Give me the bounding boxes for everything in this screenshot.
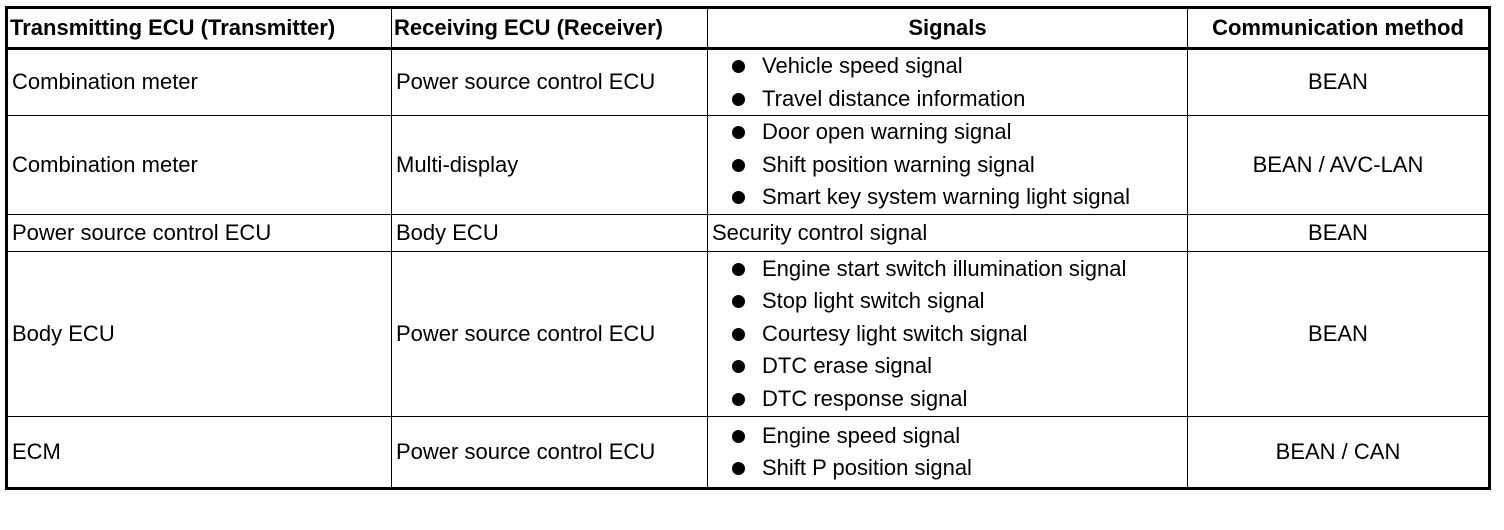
bullet-icon [732, 191, 745, 205]
signal-label: DTC response signal [762, 385, 968, 411]
signal-label: Courtesy light switch signal [762, 320, 1028, 346]
signal-item: Smart key system warning light signal [712, 181, 1183, 214]
receiver-cell: Power source control ECU [391, 48, 708, 116]
header-transmitter: Transmitting ECU (Transmitter) [6, 7, 392, 49]
bullet-icon [732, 158, 745, 172]
signal-item: Shift position warning signal [712, 149, 1183, 182]
signal-label: Shift P position signal [762, 455, 972, 480]
signal-item: Engine start switch illumination signal [712, 253, 1183, 286]
signal-item: Stop light switch signal [712, 285, 1183, 318]
signal-item: DTC erase signal [712, 350, 1183, 383]
bullet-icon [732, 92, 745, 106]
signal-item: Door open warning signal [712, 116, 1183, 149]
receiver-cell: Power source control ECU [391, 251, 708, 417]
bullet-icon [732, 262, 745, 276]
signal-label: Vehicle speed signal [762, 53, 963, 78]
table-row: Power source control ECU Body ECU Securi… [6, 214, 1490, 252]
header-receiver: Receiving ECU (Receiver) [391, 7, 708, 49]
header-method: Communication method [1187, 7, 1490, 49]
method-cell: BEAN / CAN [1187, 416, 1490, 489]
bullet-icon [732, 392, 745, 406]
bullet-icon [732, 429, 745, 443]
bullet-icon [732, 126, 745, 140]
signal-item: Vehicle speed signal [712, 50, 1183, 83]
receiver-cell: Power source control ECU [391, 416, 708, 489]
table-row: Combination meter Power source control E… [6, 48, 1490, 116]
signal-item: Travel distance information [712, 83, 1183, 116]
signals-cell: Vehicle speed signal Travel distance inf… [707, 48, 1188, 116]
transmitter-cell: Body ECU [6, 251, 392, 417]
signal-label: Door open warning signal [762, 119, 1012, 145]
ecu-communication-table: Transmitting ECU (Transmitter) Receiving… [5, 6, 1491, 490]
method-cell: BEAN [1187, 251, 1490, 417]
bullet-icon [732, 360, 745, 374]
receiver-cell: Body ECU [391, 214, 708, 252]
transmitter-cell: ECM [6, 416, 392, 489]
signal-item: Engine speed signal [712, 420, 1183, 453]
bullet-icon [732, 327, 745, 341]
bullet-icon [732, 295, 745, 309]
signal-item: DTC response signal [712, 383, 1183, 416]
method-cell: BEAN [1187, 214, 1490, 252]
signal-label: Smart key system warning light signal [762, 184, 1131, 210]
signals-cell: Door open warning signal Shift position … [707, 115, 1188, 215]
signal-label: Travel distance information [762, 85, 1026, 111]
signals-cell: Security control signal [707, 214, 1188, 252]
signal-item: Courtesy light switch signal [712, 318, 1183, 351]
signal-label: Engine speed signal [762, 422, 961, 448]
signal-label: DTC erase signal [762, 353, 932, 379]
transmitter-cell: Power source control ECU [6, 214, 392, 252]
receiver-cell: Multi-display [391, 115, 708, 215]
signals-cell: Engine speed signal Shift P position sig… [707, 416, 1188, 489]
method-cell: BEAN / AVC-LAN [1187, 115, 1490, 215]
table-row: ECM Power source control ECU Engine spee… [6, 416, 1490, 489]
method-cell: BEAN [1187, 48, 1490, 116]
signal-label: Shift position warning signal [762, 151, 1035, 177]
bullet-icon [732, 462, 745, 475]
signals-cell: Engine start switch illumination signal … [707, 251, 1188, 417]
header-signals: Signals [707, 7, 1188, 49]
bullet-icon [732, 60, 745, 73]
table-row: Combination meter Multi-display Door ope… [6, 115, 1490, 215]
transmitter-cell: Combination meter [6, 115, 392, 215]
signal-label: Engine start switch illumination signal [762, 255, 1127, 281]
transmitter-cell: Combination meter [6, 48, 392, 116]
signal-label: Stop light switch signal [762, 288, 985, 314]
table-row: Body ECU Power source control ECU Engine… [6, 251, 1490, 417]
header-row: Transmitting ECU (Transmitter) Receiving… [6, 7, 1490, 49]
signal-item: Shift P position signal [712, 452, 1183, 485]
